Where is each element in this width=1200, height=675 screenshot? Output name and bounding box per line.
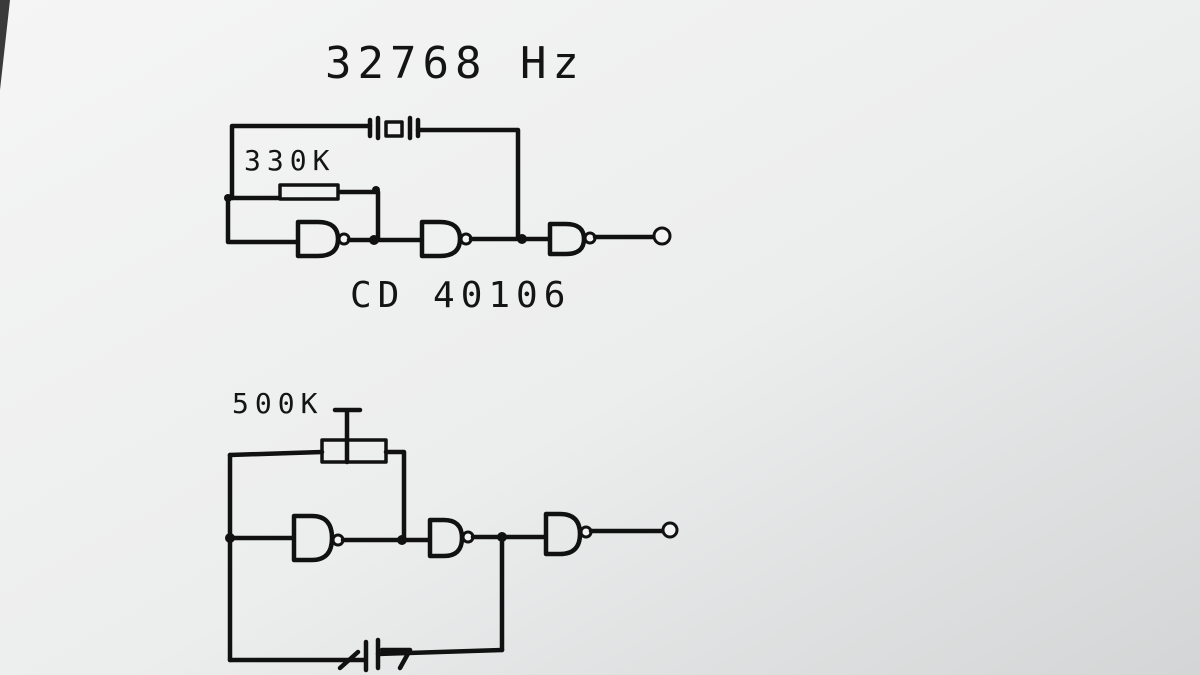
frequency-title: 32768 Hz — [325, 38, 585, 89]
inverter-gate-icon — [547, 221, 597, 257]
crystal-icon — [367, 115, 421, 141]
output-terminal-icon — [661, 521, 679, 539]
top-oscillator-circuit — [224, 115, 672, 259]
capacitor-icon — [337, 637, 413, 673]
paper-corner-shadow — [0, 0, 10, 90]
resistor-330k-label: 330K — [244, 144, 335, 177]
chip-label: CD 40106 — [350, 275, 571, 316]
bottom-oscillator-circuit — [225, 407, 679, 673]
potentiometer-500k-label: 500K — [232, 387, 323, 420]
inverter-gate-icon — [543, 511, 593, 557]
output-terminal-icon — [652, 226, 672, 246]
